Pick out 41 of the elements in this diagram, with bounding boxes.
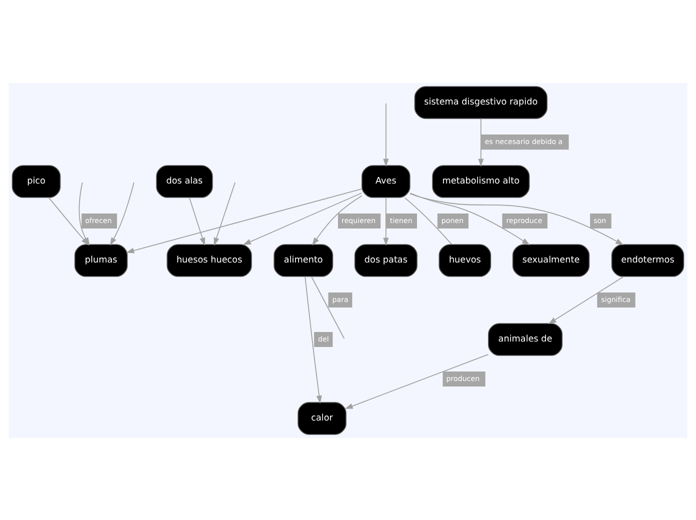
connector (311, 276, 345, 338)
arrow (312, 194, 362, 246)
arrow (304, 276, 322, 404)
edge-label: son (594, 216, 606, 225)
edge-label: ponen (441, 216, 464, 225)
node-box: animales de (488, 322, 563, 356)
edge-label: ofrecen (85, 216, 112, 225)
node-box: plumas (74, 244, 128, 276)
node-box: dos patas (354, 244, 418, 276)
node-box: sistema disgestivo rapido (414, 86, 548, 118)
arrow (242, 192, 362, 244)
node-box: huevos (438, 244, 492, 276)
arrow (548, 276, 624, 324)
node-box: huesos huecos (166, 244, 252, 276)
connector (404, 196, 452, 244)
arrow (344, 354, 489, 408)
arrow (214, 182, 236, 246)
edge-label: significa (601, 294, 631, 304)
node-box: alimento (274, 244, 334, 276)
arrow (478, 118, 484, 166)
arrow (383, 196, 389, 246)
node-box: pico (12, 164, 61, 198)
arrow (110, 182, 134, 246)
edge-label: es necesario debido a (484, 136, 563, 146)
node-box: metabolismo alto (432, 164, 530, 198)
node-box: sexualmente (512, 244, 590, 276)
edge-label: producen (446, 374, 480, 383)
arrow (410, 192, 530, 245)
node-box: endotermos (611, 244, 684, 276)
edge-label: del (318, 334, 329, 344)
edge-label: para (332, 294, 348, 304)
edge-label: requieren (342, 216, 376, 225)
edge-label: tienen (390, 216, 412, 225)
edge-label: reproduce (506, 216, 542, 225)
arrow (126, 188, 362, 253)
arrow (383, 102, 389, 166)
arrow (188, 196, 206, 246)
arrow (410, 192, 624, 245)
node-box: Aves (362, 164, 410, 198)
node-box: calor (298, 402, 346, 434)
node-box: dos alas (156, 164, 213, 198)
